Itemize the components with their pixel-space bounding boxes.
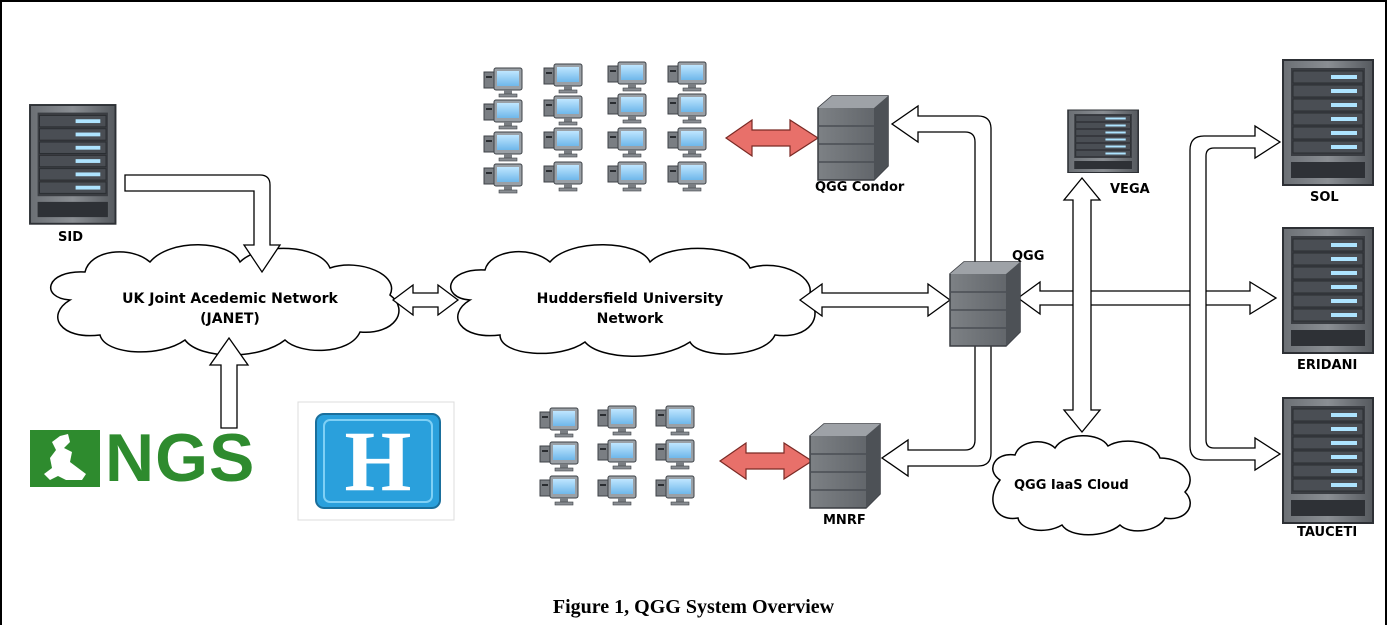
arrow-huddersfield-qgg (798, 282, 952, 318)
sol-label: SOL (1310, 190, 1339, 205)
arrow-qgg-servers (1016, 280, 1278, 316)
red-arrow-mnrf (718, 441, 814, 481)
red-arrow-condor (724, 118, 820, 158)
sid-server-icon (29, 104, 117, 225)
qgg-condor-label: QGG Condor (815, 180, 905, 195)
eridani-label: ERIDANI (1297, 358, 1358, 373)
mnrf-server-icon (809, 423, 881, 509)
tauceti-label: TAUCETI (1297, 525, 1358, 540)
huddersfield-label: Huddersfield University Network (470, 289, 790, 329)
qgg-label: QGG (1012, 249, 1045, 264)
ngs-logo-text: NGS (105, 420, 256, 496)
vega-label: VEGA (1110, 182, 1150, 197)
arrow-vega-iaas (1062, 176, 1102, 434)
iaas-cloud (992, 435, 1191, 536)
arrow-sid-janet (124, 174, 282, 274)
arrow-janet-huddersfield (391, 283, 460, 317)
arrow-branch-sol-tauceti (1189, 124, 1282, 472)
janet-cloud (50, 244, 400, 356)
arrow-qgg-mnrf (880, 341, 992, 478)
iaas-cloud-label: QGG IaaS Cloud (1014, 478, 1129, 493)
qgg-server-icon (949, 261, 1021, 347)
figure-caption: Figure 1, QGG System Overview (552, 596, 835, 618)
huddersfield-label-line1: Huddersfield University (536, 291, 724, 307)
arrow-ngs-janet (208, 336, 250, 429)
eridani-server-icon (1282, 227, 1374, 354)
mnrf-label: MNRF (823, 513, 866, 528)
condor-pc-cluster (483, 61, 707, 194)
sid-label: SID (58, 230, 83, 245)
janet-label-line2: (JANET) (200, 311, 260, 327)
mnrf-pc-cluster (539, 405, 695, 506)
uk-map-silhouette (44, 434, 86, 480)
arrow-qgg-condor (890, 104, 992, 273)
vega-server-icon (1067, 109, 1139, 174)
janet-label-line1: UK Joint Acedemic Network (122, 291, 338, 307)
h-logo-square (315, 413, 441, 509)
tauceti-server-icon (1282, 397, 1374, 524)
huddersfield-label-line2: Network (596, 311, 664, 327)
h-logo-letter: H (344, 413, 412, 509)
qgg-condor-server-icon (817, 95, 889, 181)
janet-label: UK Joint Acedemic Network (JANET) (80, 289, 380, 329)
sol-server-icon (1282, 59, 1374, 186)
